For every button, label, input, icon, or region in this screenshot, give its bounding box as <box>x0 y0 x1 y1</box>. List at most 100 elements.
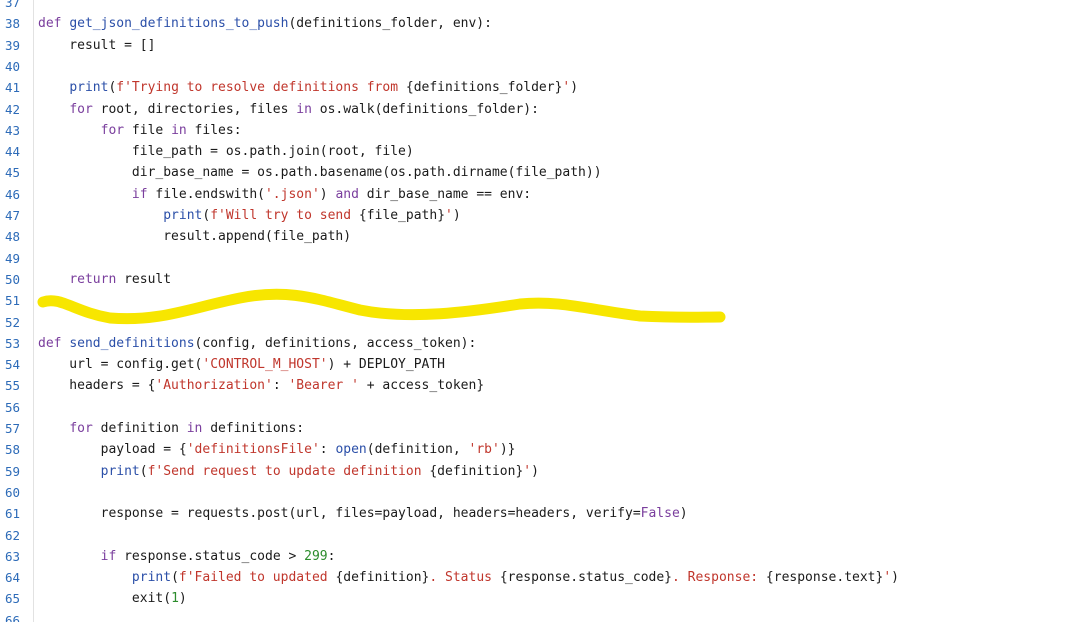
code-token: for <box>69 101 93 117</box>
code-line[interactable]: 50 return result <box>0 269 1077 290</box>
line-number: 64 <box>5 570 21 586</box>
code-token: response = requests.post(url, files=payl… <box>38 506 641 522</box>
code-text: payload = {'definitionsFile': open(defin… <box>38 439 516 460</box>
code-text: response = requests.post(url, files=payl… <box>38 503 688 524</box>
line-number: 66 <box>5 612 21 622</box>
code-token: get_json_definitions_to_push <box>69 16 289 32</box>
code-line[interactable]: 43 for file in files: <box>0 120 1077 141</box>
code-token: in <box>171 122 187 138</box>
code-token: {response.text} <box>765 570 884 586</box>
code-token: and <box>335 186 359 202</box>
code-text: print(f'Trying to resolve definitions fr… <box>38 77 578 98</box>
code-token: open <box>335 442 367 458</box>
code-line[interactable]: 48 result.append(file_path) <box>0 226 1077 247</box>
code-line[interactable]: 63 if response.status_code > 299: <box>0 546 1077 567</box>
code-text: def get_json_definitions_to_push(definit… <box>38 13 492 34</box>
line-number: 40 <box>5 58 21 74</box>
code-text: return result <box>38 269 171 290</box>
code-line[interactable]: 57 for definition in definitions: <box>0 418 1077 439</box>
code-token: if <box>100 548 117 564</box>
code-line[interactable]: 52 <box>0 312 1077 333</box>
code-line[interactable]: 51 <box>0 290 1077 311</box>
code-token: exit( <box>38 591 172 607</box>
code-token <box>38 421 69 436</box>
code-line[interactable]: 60 <box>0 482 1077 503</box>
code-token: . Response: <box>672 570 766 586</box>
code-token: result.append(file_path) <box>38 229 352 245</box>
code-line[interactable]: 61 response = requests.post(url, files=p… <box>0 503 1077 524</box>
code-text: file_path = os.path.join(root, file) <box>38 141 414 162</box>
code-token: {response.status_code} <box>499 570 672 586</box>
code-line[interactable]: 46 if file.endswith('.json') and dir_bas… <box>0 184 1077 205</box>
code-line[interactable]: 54 url = config.get('CONTROL_M_HOST') + … <box>0 354 1077 375</box>
line-number: 43 <box>5 122 21 138</box>
line-number: 51 <box>5 293 21 309</box>
code-text: url = config.get('CONTROL_M_HOST') + DEP… <box>38 354 445 375</box>
code-token: file_path = os.path.join(root, file) <box>38 144 414 160</box>
line-number-gutter <box>0 0 34 622</box>
line-number: 55 <box>5 378 21 394</box>
code-line[interactable]: 49 <box>0 248 1077 269</box>
code-line[interactable]: 62 <box>0 525 1077 546</box>
code-line[interactable]: 45 dir_base_name = os.path.basename(os.p… <box>0 162 1077 183</box>
code-text: print(f'Send request to update definitio… <box>38 461 539 482</box>
code-token: file.endswith( <box>147 186 265 202</box>
code-token: 'CONTROL_M_HOST' <box>202 357 328 373</box>
code-token: f'Trying to resolve definitions from <box>116 80 406 96</box>
code-line[interactable]: 44 file_path = os.path.join(root, file) <box>0 141 1077 162</box>
code-line[interactable]: 55 headers = {'Authorization': 'Bearer '… <box>0 375 1077 396</box>
line-number: 49 <box>5 250 21 266</box>
line-number: 37 <box>5 0 21 10</box>
code-line[interactable]: 39 result = [] <box>0 35 1077 56</box>
code-token: ) <box>178 591 187 607</box>
code-token: files: <box>186 122 242 138</box>
code-token: ' <box>562 80 571 96</box>
line-number: 62 <box>5 527 21 543</box>
line-number: 39 <box>5 37 21 53</box>
code-line[interactable]: 58 payload = {'definitionsFile': open(de… <box>0 439 1077 460</box>
code-token: ) <box>319 186 336 202</box>
code-line[interactable]: 56 <box>0 397 1077 418</box>
code-line[interactable]: 66 <box>0 610 1077 622</box>
code-token: send_definitions <box>69 335 195 351</box>
code-text: for root, directories, files in os.walk(… <box>38 99 539 120</box>
code-text: headers = {'Authorization': 'Bearer ' + … <box>38 375 484 396</box>
code-line[interactable]: 37 <box>0 0 1077 13</box>
line-number: 45 <box>5 165 21 181</box>
code-token: for <box>69 421 93 436</box>
line-number: 48 <box>5 229 21 245</box>
code-token: ( <box>108 80 117 96</box>
code-token: definition <box>92 421 187 436</box>
code-token: ) <box>531 463 539 479</box>
code-token: ( <box>171 570 179 586</box>
code-token: def <box>38 16 70 32</box>
code-token: 'rb' <box>468 442 500 458</box>
code-line[interactable]: 59 print(f'Send request to update defini… <box>0 461 1077 482</box>
code-line[interactable]: 42 for root, directories, files in os.wa… <box>0 99 1077 120</box>
code-line[interactable]: 41 print(f'Trying to resolve definitions… <box>0 77 1077 98</box>
code-token: ' <box>883 570 892 586</box>
code-token: 299 <box>304 548 328 564</box>
code-token: root, directories, files <box>92 101 297 117</box>
line-number: 60 <box>5 484 21 500</box>
line-number: 50 <box>5 271 21 287</box>
code-token: response.status_code > <box>116 548 305 564</box>
code-token <box>38 272 69 287</box>
code-token: headers = { <box>38 378 156 394</box>
code-line[interactable]: 64 print(f'Failed to updated {definition… <box>0 567 1077 588</box>
code-token: def <box>38 335 70 351</box>
code-token <box>38 570 132 585</box>
code-line[interactable]: 65 exit(1) <box>0 588 1077 609</box>
code-token: (config, definitions, access_token): <box>194 335 477 351</box>
line-number: 54 <box>5 357 21 373</box>
code-line[interactable]: 47 print(f'Will try to send {file_path}'… <box>0 205 1077 226</box>
code-token: )} <box>499 442 516 458</box>
code-text: if response.status_code > 299: <box>38 546 336 567</box>
code-token: ' <box>445 208 453 223</box>
code-line[interactable]: 40 <box>0 56 1077 77</box>
line-number: 47 <box>5 208 21 223</box>
code-token <box>38 123 101 138</box>
